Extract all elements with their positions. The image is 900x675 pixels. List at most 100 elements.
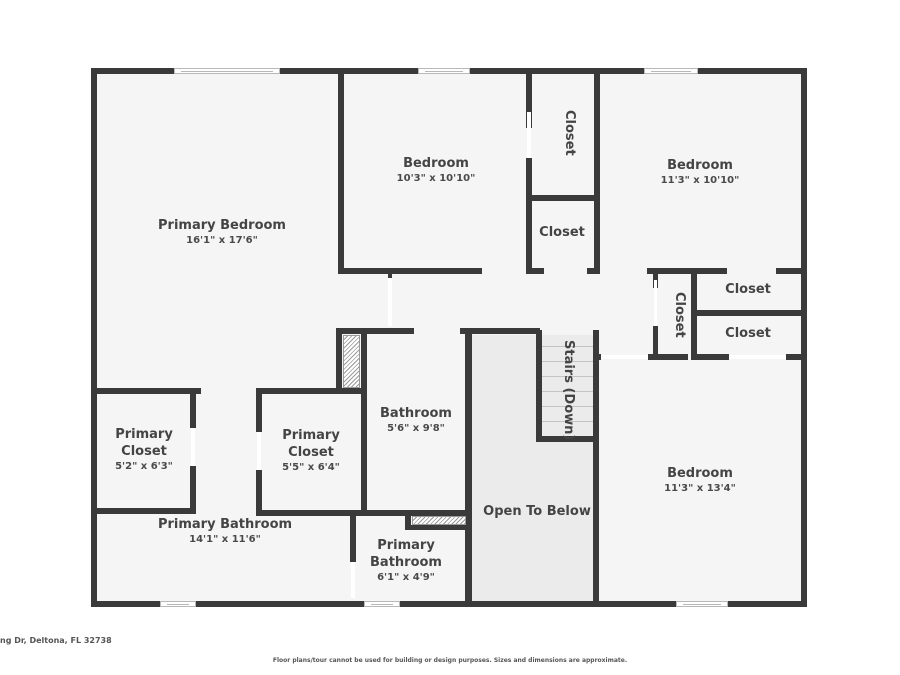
doorway: [527, 112, 531, 158]
doorway: [388, 278, 392, 326]
room-label-primary-closet-2: Primary Closet 5'5" x 6'4": [282, 427, 340, 475]
wall: [336, 328, 414, 334]
wall-right: [801, 68, 807, 607]
wall: [190, 388, 196, 428]
wall: [190, 466, 196, 514]
wall: [526, 158, 532, 274]
wall: [388, 274, 392, 278]
wall: [338, 68, 344, 274]
room-label-bedroom-3: Bedroom 11'3" x 10'10": [661, 157, 740, 188]
stair-tread: [542, 391, 593, 392]
room-label-primary-bathroom-large: Primary Bathroom 14'1" x 11'6": [158, 516, 292, 547]
room-label-open-to-below: Open To Below: [483, 503, 591, 520]
doorway: [599, 355, 648, 359]
wall: [594, 68, 600, 274]
room-dimensions: 5'5" x 6'4": [282, 462, 340, 473]
room-label-primary-bathroom-small: Primary Bathroom 6'1" x 4'9": [370, 537, 442, 585]
wall: [593, 354, 601, 360]
room-label-closet-vertical-top: Closet: [562, 110, 577, 156]
wall: [460, 328, 540, 334]
open-to-below-area: [472, 335, 594, 601]
room-name: Closet: [725, 326, 771, 341]
wall: [691, 354, 729, 360]
room-label-closet: Closet: [539, 224, 585, 241]
room-name: Primary Bathroom: [157, 517, 293, 532]
wall: [587, 268, 600, 274]
stair-tread: [542, 421, 593, 422]
wall: [256, 388, 364, 394]
stair-tread: [542, 406, 593, 407]
property-address: ng Dr, Deltona, FL 32738: [0, 636, 112, 645]
wall: [526, 68, 532, 128]
wall-left: [91, 68, 97, 607]
wall: [653, 326, 658, 358]
room-dimensions: 11'3" x 13'4": [664, 483, 736, 494]
window: [160, 601, 196, 607]
room-name: Bedroom: [667, 158, 733, 173]
room-name-line2: Closet: [121, 444, 167, 459]
wall: [256, 510, 472, 516]
wall: [526, 195, 600, 201]
room-name: Closet: [725, 282, 771, 297]
wall: [648, 354, 688, 360]
wall: [653, 268, 658, 288]
room-name: Open To Below: [483, 504, 591, 519]
room-dimensions: 11'3" x 10'10": [660, 175, 740, 186]
room-label-closet: Closet: [725, 325, 771, 342]
wall: [336, 328, 342, 390]
room-label-bedroom-2: Bedroom 10'3" x 10'10": [397, 155, 476, 186]
room-dimensions: 5'6" x 9'8": [387, 423, 445, 434]
room-dimensions: 14'1" x 11'6": [189, 534, 261, 545]
wall: [405, 525, 470, 530]
wall: [536, 436, 598, 442]
room-name-line1: Primary: [282, 428, 340, 443]
window: [418, 68, 470, 74]
room-name-line1: Primary: [115, 427, 173, 442]
wall: [776, 268, 807, 274]
window: [676, 601, 728, 607]
chase-hatch: [343, 335, 360, 388]
room-label-primary-closet-1: Primary Closet 5'2" x 6'3": [115, 426, 173, 474]
wall: [526, 268, 544, 274]
wall: [786, 354, 807, 360]
room-name: Bedroom: [667, 466, 733, 481]
window: [644, 68, 698, 74]
room-dimensions: 10'3" x 10'10": [396, 173, 476, 184]
wall: [256, 470, 262, 516]
room-label-primary-bedroom: Primary Bedroom 16'1" x 17'6": [158, 217, 286, 248]
wall: [691, 310, 807, 316]
room-name-line1: Primary: [377, 538, 435, 553]
wall: [338, 268, 482, 274]
doorway: [351, 562, 355, 598]
wall: [350, 510, 356, 562]
wall: [405, 512, 411, 530]
room-name-line2: Closet: [288, 445, 334, 460]
room-name: Bathroom: [380, 406, 452, 421]
disclaimer: Floor plans/tour cannot be used for buil…: [272, 657, 628, 664]
window: [364, 601, 400, 607]
room-name-line2: Bathroom: [370, 555, 442, 570]
stair-tread: [542, 376, 593, 377]
room-dimensions: 6'1" x 4'9": [377, 572, 435, 583]
stair-tread: [542, 346, 593, 347]
doorway: [654, 280, 657, 326]
room-label-closet-vertical-right: Closet: [672, 292, 687, 338]
wall: [465, 328, 472, 607]
wall: [91, 508, 196, 514]
room-name: Primary Bedroom: [158, 218, 286, 233]
room-dimensions: 5'2" x 6'3": [115, 461, 173, 472]
room-label-bedroom-4: Bedroom 11'3" x 13'4": [664, 465, 736, 496]
stair-tread: [542, 361, 593, 362]
doorway: [729, 355, 786, 359]
room-label-bathroom: Bathroom 5'6" x 9'8": [380, 405, 452, 436]
room-label-closet: Closet: [725, 281, 771, 298]
wall-bottom: [91, 601, 807, 607]
wall: [647, 268, 727, 274]
wall: [536, 330, 542, 442]
room-name: Bedroom: [403, 156, 469, 171]
wall: [256, 388, 262, 432]
wall: [91, 388, 201, 394]
wall: [593, 330, 599, 607]
doorway: [191, 428, 195, 466]
